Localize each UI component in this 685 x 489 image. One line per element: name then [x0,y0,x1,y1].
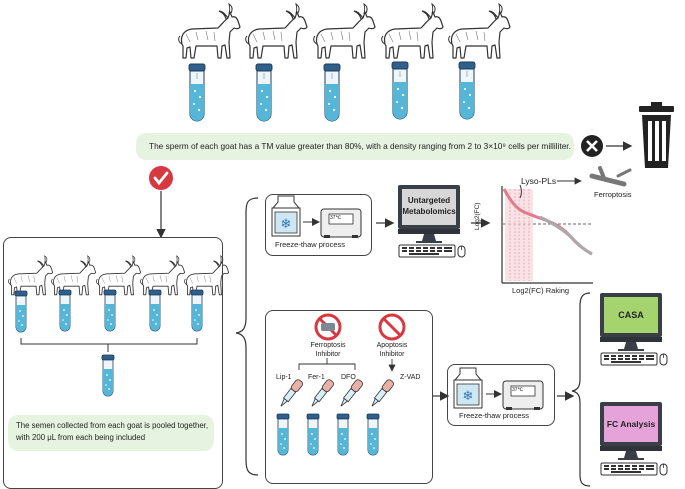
casa-screen [604,297,658,333]
x-axis-label: Log2(FC) Raking [512,286,570,295]
apoptosis-inhibitor-icon [378,313,406,341]
goat-icon [313,3,376,59]
accept-check-icon [149,166,173,190]
untargeted-line2: Metabolomics [402,207,456,216]
bottom-note [8,415,214,451]
reagent-dfo: DFO [341,374,356,381]
goat-icon [448,3,511,59]
mouse-icon [659,463,668,476]
reagent-lip1: Lip-1 [276,374,292,381]
casa-label: CASA [618,310,644,320]
trash-icon [639,102,674,168]
reagent-zvad: Z-VAD [400,374,421,381]
branch-brace [235,197,259,476]
fc-analysis-label: FC Analysis [606,419,656,429]
bottom-note-line1: The semen collected from each goat is po… [16,421,209,430]
freeze-thaw-label-top: Freeze-thaw process [275,240,346,249]
keyboard-icon [600,352,658,366]
goat-icon [245,3,308,59]
top-goat-row [178,3,511,59]
apoptosis-inhibitor-label: Apoptosis Inhibitor [376,342,408,358]
ferroptosis-inhibitor-label: Ferroptosis Inhibitor [310,342,346,358]
top-tube-row [188,61,476,122]
freeze-thaw-box-bottom [447,364,555,426]
reject-x-icon [586,140,598,152]
untargeted-line1: Untargeted [407,196,451,205]
metabolomics-screen [402,189,456,225]
reagent-fer1: Fer-1 [308,374,325,381]
ferroptosis-inhibitor-icon [314,313,342,341]
bottom-note-line2: with 200 μL from each being included [16,433,146,442]
fc-screen [604,406,658,442]
ferroptosis-label: Ferroptosis [594,190,632,199]
fold-change-plot [501,184,593,284]
keyboard-icon [398,244,456,258]
freeze-thaw-box-top [265,194,372,256]
test-tube-icon [188,63,206,122]
freeze-thaw-label-bottom: Freeze-thaw process [459,411,530,420]
top-note [136,133,574,160]
ferroptosis-icon [589,166,632,187]
inhibitor-box [265,310,433,484]
keyboard-icon [600,462,658,476]
incubator-display-top: 37℃ [330,215,342,221]
test-tube-icon [458,61,476,120]
test-tube-icon [323,63,341,122]
mouse-icon [457,245,466,258]
top-note-text: The sperm of each goat has a TM value gr… [149,141,571,151]
test-tube-icon [391,61,409,120]
goat-icon [178,3,241,59]
lyso-pls-label: Lyso-PLs [521,176,557,186]
pooling-box [3,237,223,489]
goat-icon [381,3,444,59]
pooling-bracket [20,338,198,345]
y-axis-label: Log2(FC) [474,202,481,230]
analysis-brace [571,292,591,487]
mouse-icon [659,353,668,366]
test-tube-icon [255,63,273,122]
incubator-display-bottom: 37℃ [512,387,524,393]
